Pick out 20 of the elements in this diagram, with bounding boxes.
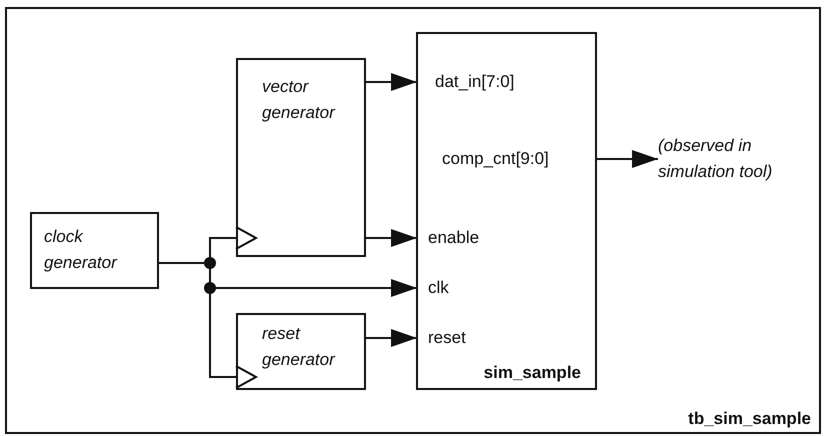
testbench-frame	[5, 7, 821, 434]
generator-block	[30, 212, 159, 289]
port-label: reset	[417, 326, 497, 350]
generator-block	[236, 58, 366, 257]
module-block	[416, 32, 597, 390]
generator-block	[236, 313, 366, 390]
port-label: clk	[417, 276, 477, 300]
block-label: sim_sample	[484, 362, 581, 384]
block-label: reset generator	[262, 323, 336, 371]
arrow	[366, 229, 417, 247]
arrow	[366, 73, 417, 91]
arrow	[366, 329, 417, 347]
port-label: dat_in[7:0]	[417, 70, 547, 94]
port-label: comp_cnt[9:0]	[440, 147, 597, 171]
arrow	[597, 150, 658, 168]
block-label: clock generator	[44, 226, 118, 274]
annotation-text: (observed in simulation tool)	[658, 133, 816, 187]
block-label: tb_sim_sample	[688, 408, 811, 430]
block-label: vector generator	[262, 76, 336, 124]
port-label: enable	[417, 226, 517, 250]
